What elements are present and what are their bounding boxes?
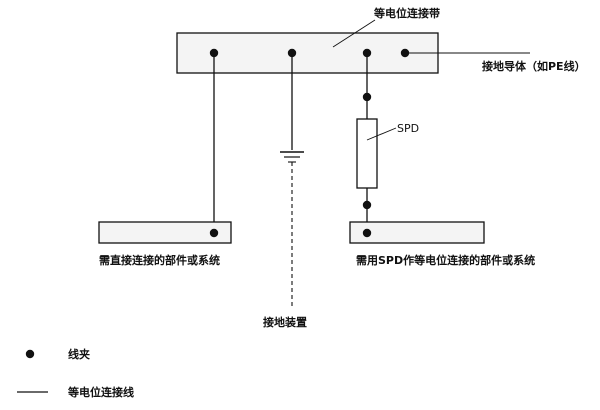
bonding-bar-leader (332, 19, 376, 48)
spd-parts-label: 需用SPD作等电位连接的部件或系统 (356, 253, 535, 267)
direct-parts-label: 需直接连接的部件或系统 (99, 253, 220, 267)
legend-clamp-icon (25, 349, 35, 359)
spd-label: SPD (397, 122, 419, 135)
ground-icon (280, 151, 304, 163)
spd-leader (366, 127, 397, 141)
direct-parts-block (98, 221, 232, 244)
earth-device-label: 接地装置 (263, 315, 307, 329)
clamp-dot (362, 92, 372, 102)
clamp-dot (400, 48, 410, 58)
legend-clamp-label: 线夹 (68, 347, 90, 361)
spd-box (356, 118, 378, 189)
legend-line-label: 等电位连接线 (67, 385, 134, 399)
bonding-bar-label: 等电位连接带 (373, 6, 440, 20)
clamp-dot (209, 228, 219, 238)
spd-parts-block (349, 221, 485, 244)
clamp-dot (362, 200, 372, 210)
earth-conductor-label: 接地导体（如PE线） (482, 59, 586, 73)
clamp-dot (362, 228, 372, 238)
bonding-bar (176, 32, 439, 74)
